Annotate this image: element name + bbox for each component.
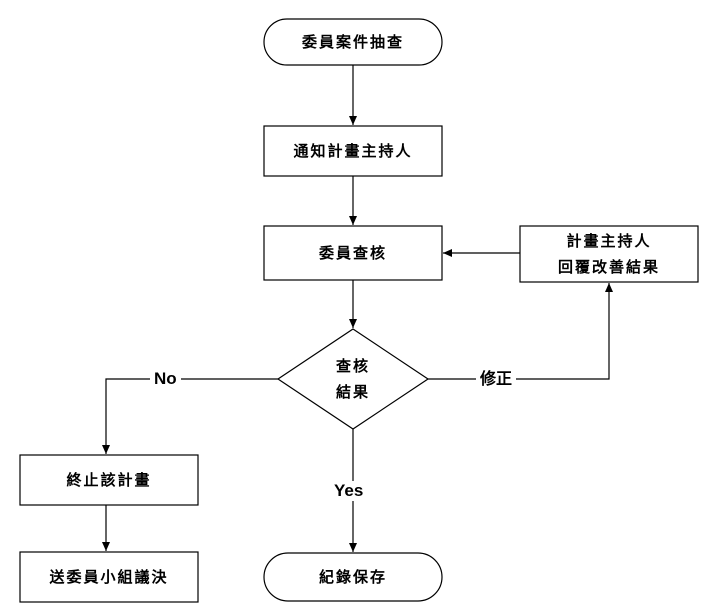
terminate-node-label: 終止該計畫 — [66, 471, 152, 489]
start-node-label: 委員案件抽查 — [301, 33, 404, 51]
edge-decision-to-terminate — [102, 378, 278, 454]
archive-node-label: 紀錄保存 — [318, 568, 387, 586]
edge-label-yes: Yes — [330, 481, 368, 501]
edge-label-no: No — [150, 369, 181, 389]
reply-node-label: 計畫主持人 回覆改善結果 — [557, 232, 660, 276]
reply-box-shape — [519, 225, 699, 283]
archive-terminal-shape — [263, 552, 443, 602]
notify-node-label: 通知計畫主持人 — [293, 142, 413, 160]
committee-node-label: 送委員小組議決 — [49, 568, 169, 586]
review-box-shape — [263, 225, 443, 281]
review-node-label: 委員查核 — [318, 244, 387, 262]
decision-node-label: 查核 結果 — [335, 357, 370, 401]
notify-box-shape — [263, 125, 443, 177]
terminate-box-shape — [19, 454, 199, 506]
edge-decision-to-reply — [428, 283, 613, 380]
committee-box-shape — [19, 551, 199, 603]
edge-label-revise: 修正 — [476, 369, 517, 389]
